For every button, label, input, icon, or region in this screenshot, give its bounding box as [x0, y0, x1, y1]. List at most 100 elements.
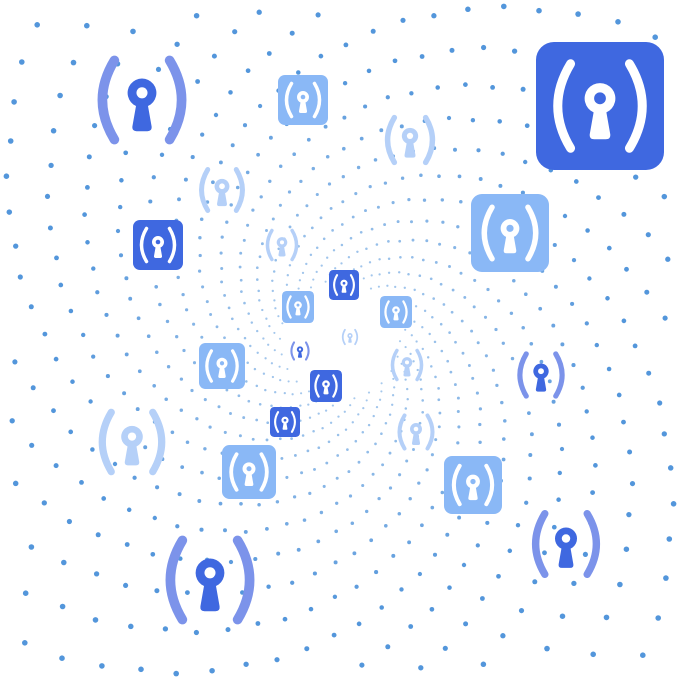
- ray-dot: [312, 278, 315, 281]
- ray-dot: [556, 497, 561, 502]
- ray-dot: [356, 250, 359, 254]
- ray-dot: [327, 440, 331, 444]
- ray-dot: [380, 390, 383, 393]
- ray-dot: [461, 351, 465, 355]
- ray-dot: [84, 22, 90, 29]
- signal-arc-right: [402, 300, 408, 324]
- ray-dot: [59, 603, 66, 610]
- ray-dot: [255, 621, 261, 626]
- ray-dot: [271, 375, 275, 379]
- ray-dot: [500, 400, 504, 405]
- ray-dot: [465, 6, 471, 13]
- ray-dot: [418, 665, 424, 671]
- ray-dot: [353, 397, 356, 400]
- ray-dot: [551, 524, 557, 530]
- ray-dot: [490, 84, 496, 90]
- ray-dot: [573, 179, 579, 184]
- ray-dot: [305, 262, 308, 266]
- signal-arc-left: [290, 341, 296, 361]
- ray-dot: [511, 48, 518, 54]
- ray-dot: [118, 204, 123, 210]
- ray-dot: [227, 306, 231, 310]
- keyhole-icon-group: [97, 42, 664, 625]
- ray-dot: [387, 271, 391, 274]
- keyhole-broadcast-icon: [97, 55, 187, 145]
- ray-dot: [225, 220, 229, 224]
- ray-dot: [442, 645, 448, 651]
- ray-dot: [175, 524, 180, 529]
- ray-dot: [386, 284, 389, 287]
- ray-dot: [183, 177, 188, 182]
- ray-dot: [302, 518, 307, 522]
- ray-dot: [332, 594, 338, 599]
- signal-arc-left: [314, 374, 320, 398]
- ray-dot: [369, 538, 374, 543]
- ray-dot: [351, 215, 355, 219]
- ray-dot: [245, 68, 251, 74]
- ray-dot: [603, 614, 610, 621]
- ray-dot: [184, 308, 189, 312]
- signal-arc-left: [384, 300, 390, 324]
- ray-dot: [193, 12, 200, 19]
- ray-dot: [510, 356, 515, 361]
- ray-dot: [180, 465, 185, 469]
- ray-dot: [356, 621, 362, 627]
- ray-dot: [223, 430, 227, 434]
- ray-dot: [472, 305, 476, 309]
- ray-dot: [301, 434, 305, 437]
- ray-dot: [28, 304, 34, 310]
- ray-dot: [220, 235, 224, 239]
- ray-dot: [312, 430, 315, 433]
- ray-dot: [662, 315, 668, 321]
- ray-dot: [461, 562, 467, 568]
- signal-arc-left: [265, 228, 274, 262]
- ray-dot: [240, 290, 243, 293]
- ray-dot: [273, 349, 276, 352]
- keyhole-shape: [401, 357, 413, 377]
- ray-dot: [667, 465, 674, 471]
- ray-dot: [304, 646, 310, 652]
- ray-dot: [501, 341, 505, 345]
- ray-dot: [385, 644, 391, 650]
- ray-dot: [93, 571, 100, 577]
- ray-dot: [456, 410, 460, 413]
- keyhole-broadcast-icon: [165, 535, 255, 625]
- ray-dot: [419, 54, 425, 59]
- ray-dot: [91, 266, 96, 271]
- ray-dot: [243, 301, 246, 305]
- signal-arc-right: [553, 351, 565, 399]
- ray-dot: [621, 419, 626, 425]
- keyhole-inner-dot: [219, 361, 225, 366]
- ray-dot: [256, 9, 262, 15]
- ray-dot: [257, 289, 260, 293]
- ray-dot: [228, 90, 233, 95]
- ray-dot: [485, 520, 490, 525]
- ray-dot: [431, 315, 434, 319]
- ray-dot: [372, 414, 375, 418]
- ray-dot: [438, 411, 442, 415]
- keyhole-broadcast-icon: [199, 343, 245, 389]
- ray-dot: [79, 479, 84, 485]
- ray-dot: [412, 360, 415, 363]
- ray-dot: [137, 369, 142, 374]
- ray-dot: [391, 403, 394, 406]
- ray-dot: [594, 342, 599, 348]
- ray-dot: [357, 460, 361, 464]
- ray-dot: [463, 295, 467, 299]
- ray-dot: [356, 165, 361, 170]
- ray-dot: [440, 349, 444, 353]
- ray-dot: [471, 376, 475, 380]
- ray-dot: [262, 337, 265, 340]
- ray-dot: [148, 199, 153, 204]
- ray-dot: [383, 523, 388, 528]
- keyhole-shape: [121, 425, 143, 466]
- ray-dot: [12, 359, 18, 365]
- ray-dot: [425, 219, 429, 223]
- ray-dot: [315, 192, 319, 197]
- ray-dot: [256, 351, 259, 354]
- ray-dot: [547, 379, 552, 384]
- ray-dot: [376, 205, 380, 209]
- ray-dot: [286, 367, 289, 371]
- ray-dot: [404, 328, 407, 331]
